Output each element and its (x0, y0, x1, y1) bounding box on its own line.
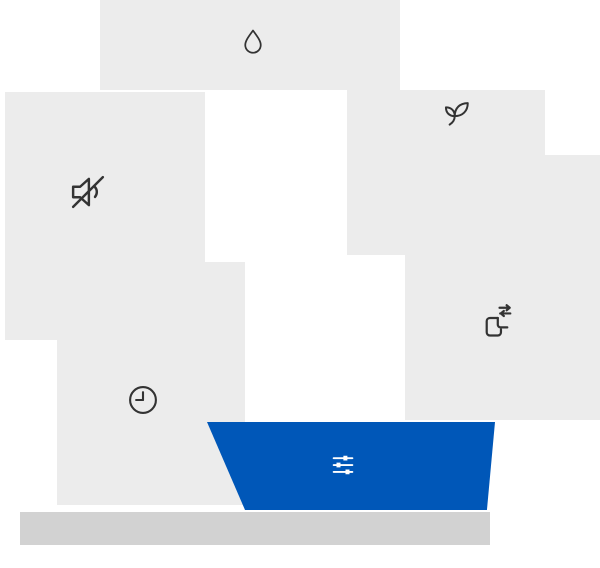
clock-icon (125, 382, 161, 418)
settings-banner (207, 422, 495, 510)
connector-swap-icon (478, 303, 516, 341)
sliders-icon (328, 450, 358, 480)
leaf-icon (438, 96, 472, 130)
water-drop-icon (238, 27, 268, 57)
base-bar (20, 512, 490, 545)
tile-water (100, 0, 400, 90)
tile-connect (405, 155, 600, 420)
speaker-muted-icon (67, 171, 109, 213)
tile-timer (57, 262, 245, 505)
